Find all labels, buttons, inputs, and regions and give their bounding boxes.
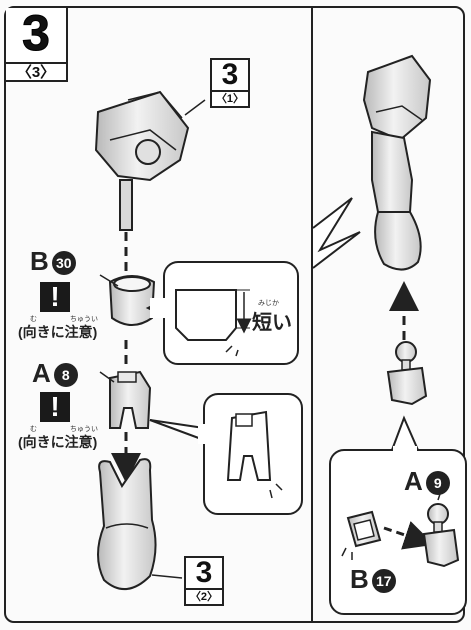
part-number-circle: 9 [425, 471, 450, 495]
leg-part-lower [97, 458, 183, 590]
part-letter: B [30, 246, 50, 276]
callout-pointer [312, 197, 361, 269]
detail-bubble-clip [149, 393, 303, 515]
part-letter: A [32, 358, 52, 388]
detail-bubble-short [145, 261, 299, 365]
short-label: 短い [252, 312, 292, 334]
ruby-mu: む [30, 316, 37, 323]
reference-substep: 〈2〉 [184, 588, 224, 606]
reference-number: 3 [184, 556, 224, 588]
ruby-chuui: ちゅうい [70, 316, 98, 323]
caution-text: (向きに注意) [18, 434, 98, 450]
part-number-circle: 8 [53, 363, 78, 387]
step-substep: 〈3〉 [6, 62, 66, 82]
reference-box-2: 3 〈2〉 [184, 556, 224, 606]
ruby-chuui: ちゅうい [70, 426, 98, 433]
caution-icon: ! [40, 282, 70, 312]
assembled-leg [362, 54, 432, 271]
joint-part-upper [94, 90, 206, 231]
reference-number: 3 [210, 58, 250, 90]
ruby-mu: む [30, 426, 37, 433]
reference-substep: 〈1〉 [210, 90, 250, 108]
caution-text: (向きに注意) [18, 324, 98, 340]
part-letter: B [350, 564, 370, 594]
step-number-box: 3 〈3〉 [6, 8, 68, 82]
part-b30-shape [99, 274, 156, 326]
caution-icon: ! [40, 392, 70, 422]
ball-joint-part [386, 341, 428, 406]
part-number-circle: 30 [51, 251, 76, 275]
reference-box-1: 3 〈1〉 [210, 58, 250, 108]
step-number: 3 [22, 5, 51, 61]
part-a8-shape [99, 370, 152, 429]
part-number-circle: 17 [371, 569, 396, 593]
short-ruby: みじか [258, 300, 279, 307]
part-letter: A [404, 466, 424, 496]
page-frame [4, 6, 465, 623]
panel-divider [311, 8, 313, 621]
